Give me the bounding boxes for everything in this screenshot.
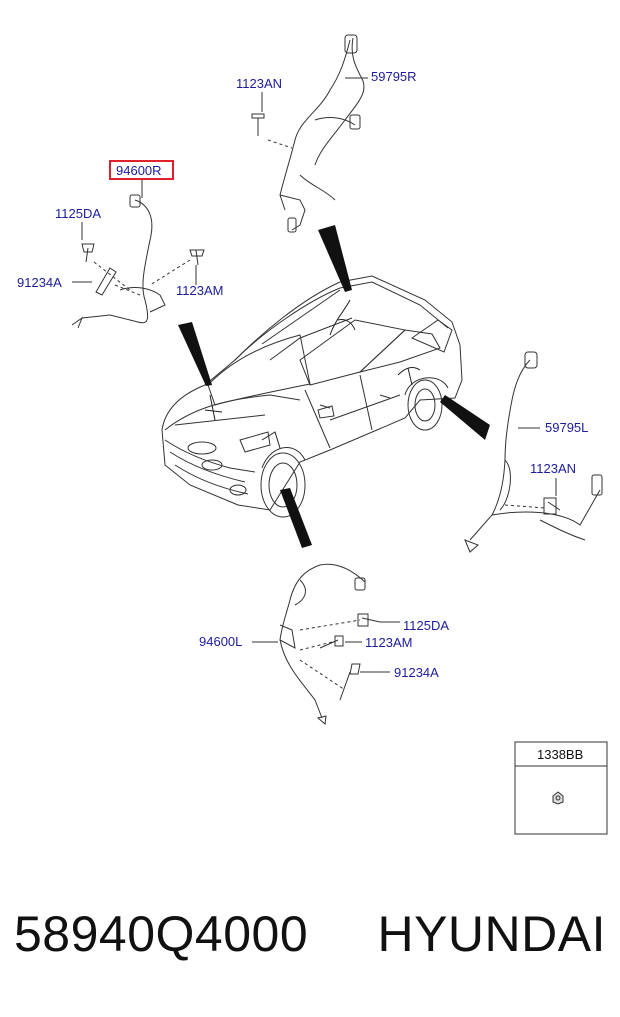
label-1123am-left: 1123AM <box>176 283 223 298</box>
reference-box-title: 1338BB <box>537 747 583 762</box>
highlight-box <box>109 160 174 180</box>
label-1125da-bottom: 1125DA <box>403 618 449 633</box>
label-59795l: 59795L <box>545 420 588 435</box>
pointer-wedges <box>178 225 490 548</box>
footer: 58940Q4000 HYUNDAI <box>0 905 620 985</box>
reference-box-1338bb <box>514 741 608 835</box>
sensor-94600l <box>279 563 381 725</box>
label-1125da-left: 1125DA <box>55 206 101 221</box>
label-59795r: 59795R <box>371 69 417 84</box>
leader-lines <box>72 77 557 673</box>
part-number: 58940Q4000 <box>14 906 309 962</box>
label-1123an-right: 1123AN <box>530 461 576 476</box>
label-91234a-left: 91234A <box>17 275 62 290</box>
label-94600l: 94600L <box>199 634 242 649</box>
harness-59795r <box>251 34 365 233</box>
sensor-94600r <box>71 194 205 329</box>
harness-59795l <box>464 351 603 553</box>
label-94600r[interactable]: 94600R <box>116 163 162 178</box>
parts-diagram: 1123AN 59795R 94600R 1125DA 91234A 1123A… <box>17 34 608 835</box>
label-91234a-bottom: 91234A <box>394 665 439 680</box>
label-1123an-top: 1123AN <box>236 76 282 91</box>
brand-name: HYUNDAI <box>377 906 606 962</box>
label-1123am-bottom: 1123AM <box>365 635 412 650</box>
vehicle-illustration <box>161 275 463 518</box>
